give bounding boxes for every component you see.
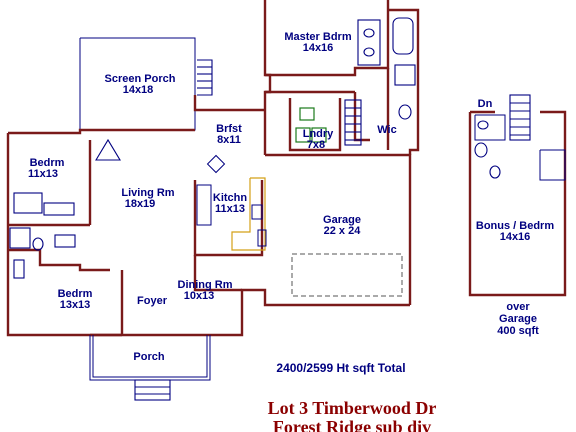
room-size-bonus-bedrm: 14x16 — [500, 231, 531, 243]
sqft-total: 2400/2599 Ht sqft Total — [276, 361, 405, 375]
room-label-bedrm-left: Bedrm — [30, 157, 65, 169]
room-label-foyer: Foyer — [137, 295, 168, 307]
room-label-bedrm-bottom: Bedrm — [58, 288, 93, 300]
room-label-garage: Garage — [323, 214, 361, 226]
room-size-kitchn: 11x13 — [215, 203, 245, 215]
room-label-lndry: Lndry — [303, 128, 334, 140]
room-size-garage: 22 x 24 — [324, 225, 362, 237]
room-size-screen-porch: 14x18 — [123, 84, 154, 96]
over-garage-line2: Garage — [499, 313, 537, 325]
exterior-walls — [6, 0, 420, 381]
stairs-laundry — [344, 99, 362, 146]
bath-left-fixtures — [9, 192, 76, 279]
room-label-wic: Wic — [377, 124, 396, 136]
room-size-bedrm-left: 11x13 — [28, 168, 58, 180]
master-bath-fixtures — [357, 17, 416, 120]
over-garage-line1: over — [506, 301, 530, 313]
over-garage-sqft: 400 sqft — [497, 325, 539, 337]
subdivision-title: Forest Ridge sub div — [273, 417, 431, 432]
room-label-living-rm: Living Rm — [121, 187, 174, 199]
fireplace — [95, 138, 121, 161]
bonus-room-walls — [468, 110, 567, 297]
stairs-porch — [134, 379, 171, 401]
room-label-master-bdrm: Master Bdrm — [284, 31, 351, 43]
bonus-bath-fixtures — [474, 120, 501, 179]
room-label-dining-rm: Dining Rm — [178, 279, 233, 291]
kitchen-counters — [196, 154, 267, 251]
lot-title: Lot 3 Timberwood Dr — [268, 398, 437, 418]
room-label-porch: Porch — [133, 351, 164, 363]
room-size-master-bdrm: 14x16 — [303, 42, 334, 54]
stairs-screen-porch — [197, 59, 213, 96]
room-label-kitchn: Kitchn — [213, 192, 248, 204]
stairs-bonus — [509, 94, 531, 141]
garage-door — [291, 253, 403, 297]
room-size-lndry: 7x8 — [307, 139, 325, 151]
room-label-bonus-bedrm: Bonus / Bedrm — [476, 220, 554, 232]
room-size-brfst: 8x11 — [217, 134, 241, 146]
laundry-fixtures — [295, 107, 327, 143]
room-size-dining-rm: 10x13 — [184, 290, 215, 302]
room-size-living-rm: 18x19 — [125, 198, 156, 210]
room-label-screen-porch: Screen Porch — [105, 73, 176, 85]
stair-label-dn: Dn — [478, 98, 493, 110]
room-label-brfst: Brfst — [216, 123, 242, 135]
room-size-bedrm-bottom: 13x13 — [60, 299, 91, 311]
